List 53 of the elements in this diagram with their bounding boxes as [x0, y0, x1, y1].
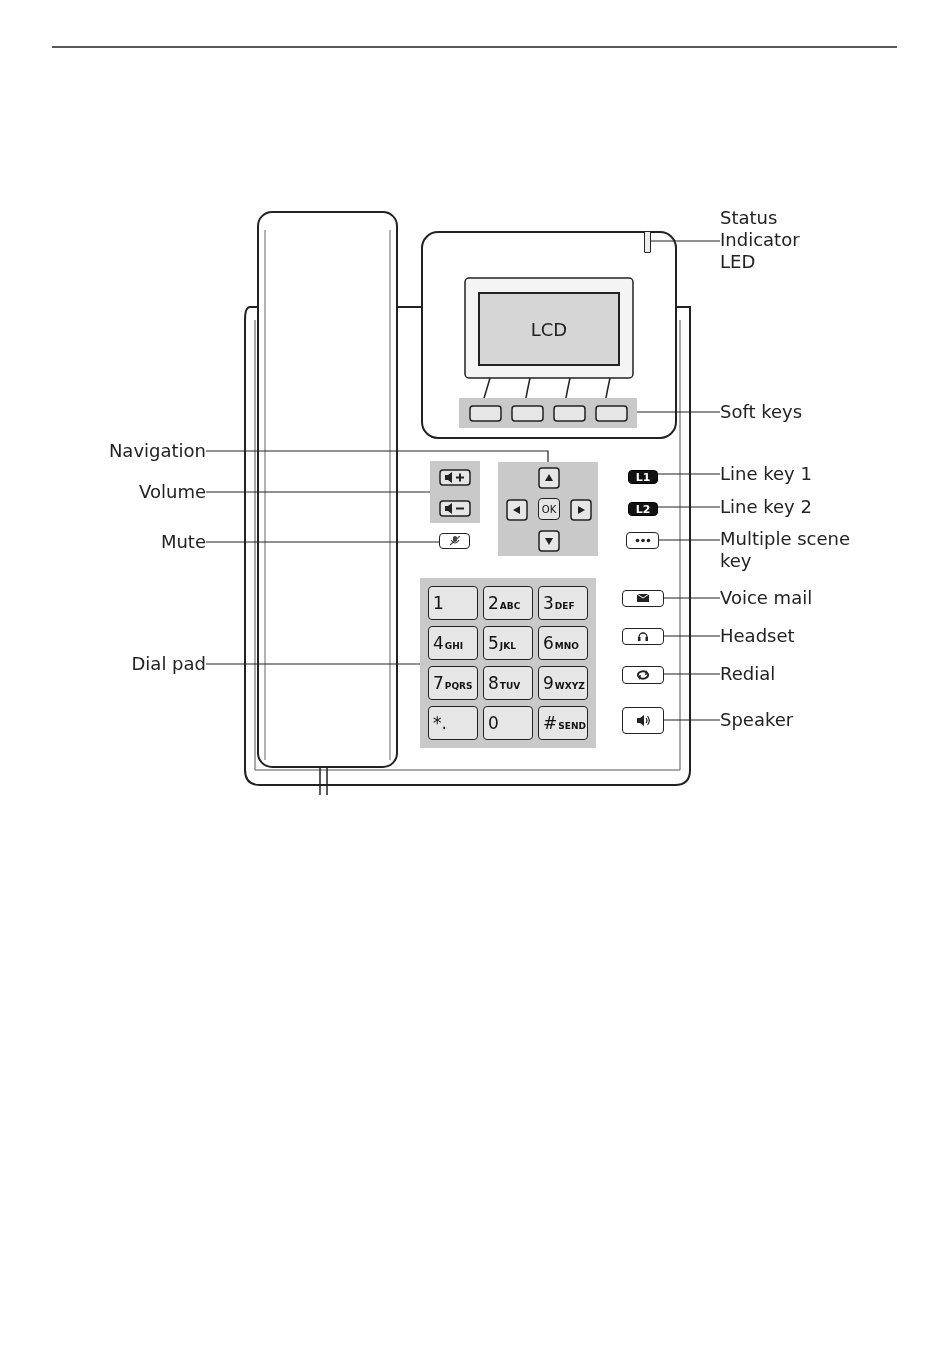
leader-line	[657, 506, 721, 508]
navigation-panel	[498, 462, 598, 556]
headset-key	[622, 628, 664, 645]
leader-line	[636, 411, 721, 413]
callout-label: Soft keys	[720, 401, 860, 423]
dial-key: 4 GHI	[428, 626, 478, 660]
redial-key	[622, 666, 664, 684]
dial-key: 2 ABC	[483, 586, 533, 620]
status-led	[644, 231, 651, 253]
leader-line	[205, 663, 421, 665]
leader-line	[650, 240, 721, 242]
line-key: L2	[628, 502, 658, 516]
callout-label: Multiple scene key	[720, 528, 880, 572]
callout-label: Line key 1	[720, 463, 870, 485]
mute-key	[439, 533, 470, 549]
multiple-scene-key	[626, 532, 659, 549]
leader-line	[663, 673, 721, 675]
callout-label: Navigation	[40, 440, 206, 462]
callout-label: Volume	[40, 481, 206, 503]
callout-label: Redial	[720, 663, 870, 685]
dial-key: 9 WXYZ	[538, 666, 588, 700]
callout-label: Status Indicator LED	[720, 207, 820, 273]
callout-label: Dial pad	[40, 653, 206, 675]
dial-key: 1	[428, 586, 478, 620]
leader-line	[658, 539, 721, 541]
dial-key: 3 DEF	[538, 586, 588, 620]
speaker-key	[622, 707, 664, 734]
leader-line	[205, 450, 549, 463]
callout-label: Voice mail	[720, 587, 870, 609]
dial-key: 0	[483, 706, 533, 740]
ok-key: OK	[538, 498, 560, 520]
leader-line	[657, 473, 721, 475]
voice-mail-key	[622, 590, 664, 607]
leader-line	[205, 491, 431, 493]
callout-label: Headset	[720, 625, 870, 647]
dial-key: 6 MNO	[538, 626, 588, 660]
volume-panel	[430, 461, 480, 523]
soft-key-panel	[459, 398, 637, 428]
dial-key: 8TUV	[483, 666, 533, 700]
dial-pad-panel	[420, 578, 596, 748]
leader-line	[663, 635, 721, 637]
leader-line	[663, 719, 721, 721]
dial-key: *.	[428, 706, 478, 740]
callout-label: Mute	[40, 531, 206, 553]
leader-line	[663, 597, 721, 599]
dial-key: #SEND	[538, 706, 588, 740]
callout-label: Line key 2	[720, 496, 870, 518]
dial-key: 5JKL	[483, 626, 533, 660]
line-key: L1	[628, 470, 658, 484]
lcd-screen: LCD	[478, 292, 620, 366]
dial-key: 7 PQRS	[428, 666, 478, 700]
callout-label: Speaker	[720, 709, 870, 731]
leader-line	[205, 541, 440, 543]
